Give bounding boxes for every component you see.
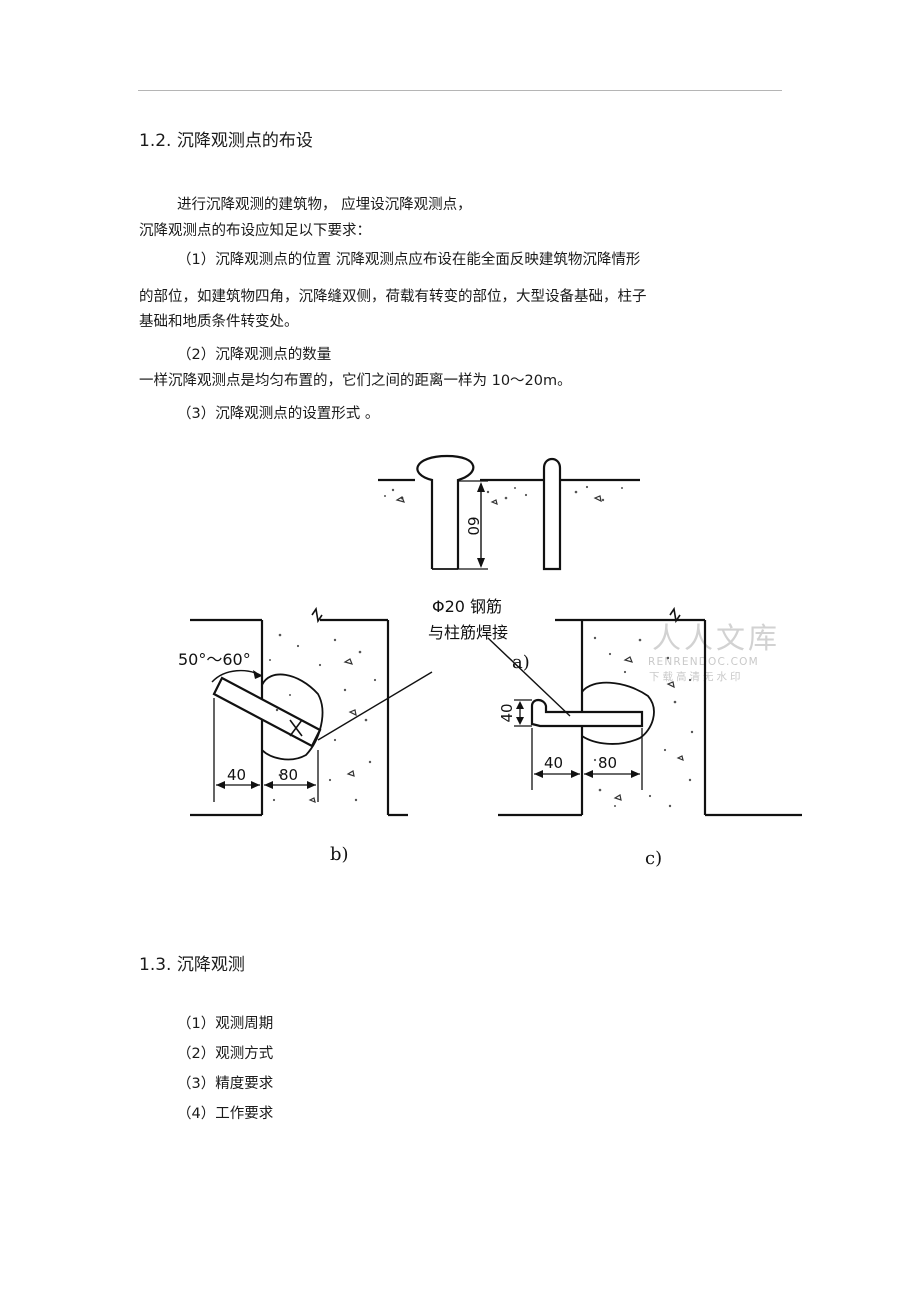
callout-line-2: 与柱筋焊接 [428, 623, 508, 642]
section-title-1-2: 1.2. 沉降观测点的布设 [139, 131, 313, 151]
dim-40-c-label: 40 [544, 754, 563, 772]
watermark-title: 人人文库 [652, 621, 780, 655]
intro-line-2: 沉降观测点的布设应知足以下要求： [139, 223, 371, 239]
list-item: （2）观测方式 [177, 1046, 274, 1062]
header-rule [138, 90, 782, 91]
list-item: （1）观测周期 [177, 1016, 274, 1032]
item2-title: （2）沉降观测点的数量 [177, 347, 332, 363]
dim-40-b-label: 40 [227, 766, 246, 784]
watermark-slogan: 下载高清无水印 [649, 670, 744, 683]
settlement-point-figure: 60 人人文库 RENRENDOC.COM 下载高清无水印 a) [178, 454, 802, 869]
dim-40-side-label: 40 [498, 703, 516, 722]
section-title-1-3: 1.3. 沉降观测 [139, 955, 245, 975]
watermark-domain: RENRENDOC.COM [648, 656, 759, 668]
item1-line-1: （1）沉降观测点的位置 沉降观测点应布设在能全面反映建筑物沉降情形 [177, 252, 641, 268]
intro-line-1: 进行沉降观测的建筑物， 应埋设沉降观测点， [177, 197, 472, 213]
dim-80-c-label: 80 [598, 754, 617, 772]
item2-text: 一样沉降观测点是均匀布置的，它们之间的距离一样为 10～20m。 [139, 373, 572, 389]
item1-line-2: 的部位，如建筑物四角，沉降缝双侧，荷载有转变的部位，大型设备基础，柱子 [139, 289, 647, 305]
item1-line-3: 基础和地质条件转变处。 [139, 314, 299, 330]
dim-60-label: 60 [464, 516, 482, 535]
angle-label: 50°～60° [178, 650, 251, 669]
label-b: b) [330, 844, 349, 865]
list-item: （3）精度要求 [177, 1076, 274, 1092]
list-item: （4）工作要求 [177, 1106, 274, 1122]
item3-title: （3）沉降观测点的设置形式 。 [177, 406, 380, 422]
dim-80-b-label: 80 [279, 766, 298, 784]
callout-line-1: Φ20 钢筋 [432, 597, 502, 616]
label-c: c) [645, 848, 662, 869]
label-a: a) [512, 652, 530, 673]
